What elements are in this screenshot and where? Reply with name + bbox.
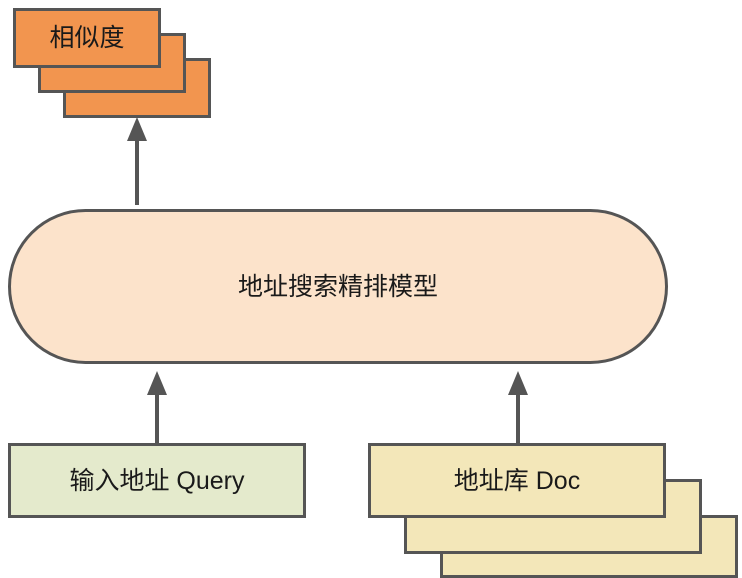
ranking-model-label: 地址搜索精排模型 (237, 272, 438, 301)
doc-node[interactable]: 地址库 Doc (368, 443, 666, 518)
arrow-query-to-model-icon (142, 367, 172, 447)
similarity-node[interactable]: 相似度 (13, 8, 161, 68)
arrow-model-to-similarity-icon (122, 113, 152, 205)
query-input-label: 输入地址 Query (69, 466, 245, 495)
query-input-node[interactable]: 输入地址 Query (8, 443, 306, 518)
arrow-doc-to-model-icon (503, 367, 533, 447)
similarity-node-label: 相似度 (49, 24, 125, 52)
ranking-model-node[interactable]: 地址搜索精排模型 (8, 209, 668, 364)
doc-node-label: 地址库 Doc (453, 466, 581, 495)
